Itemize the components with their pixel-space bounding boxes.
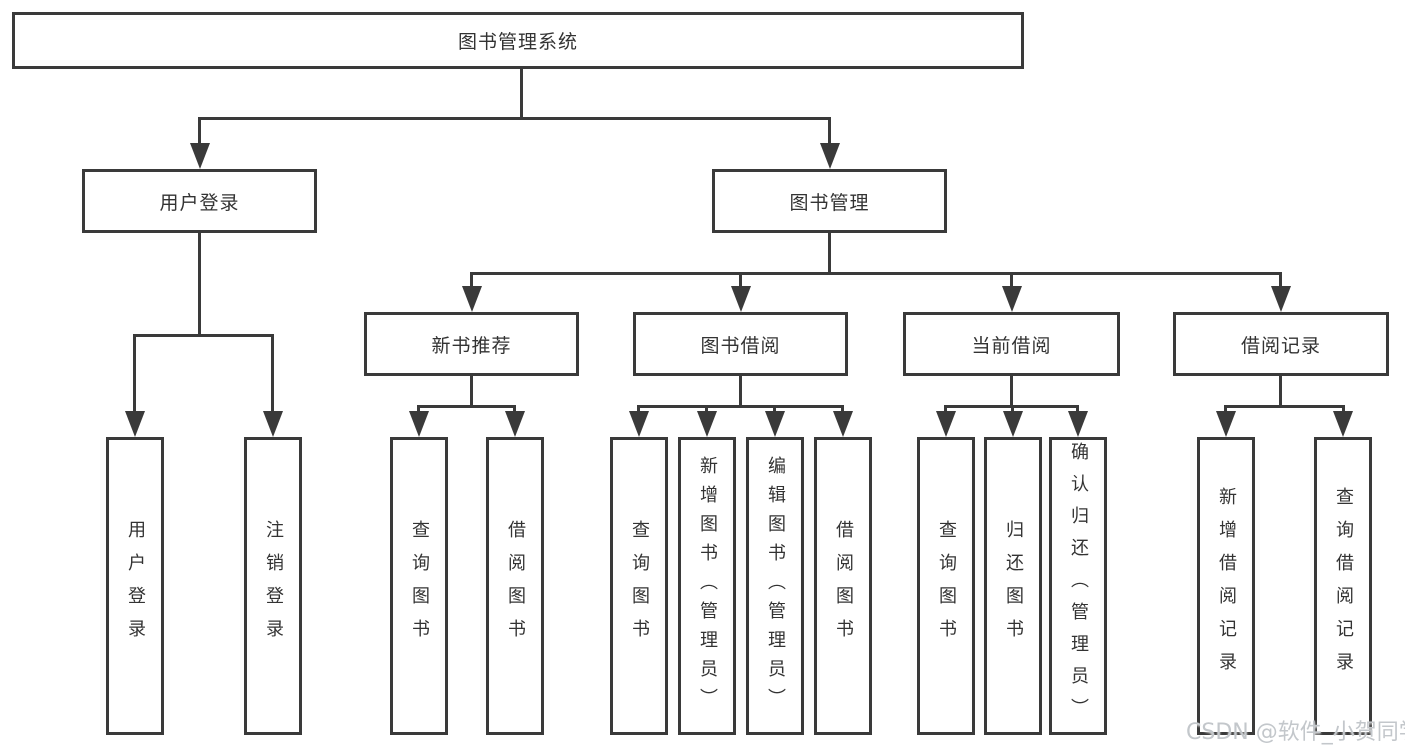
node-leaf-borrow-query-books: 查询图书 xyxy=(610,437,668,735)
node-label: 确认归还（管理员） xyxy=(1068,442,1089,730)
arrowhead-leaf xyxy=(629,411,649,437)
arrowhead-logout-leaf xyxy=(263,411,283,437)
node-label: 用户登录 xyxy=(125,520,146,652)
csdn-watermark: CSDN @软件_小贺同学 xyxy=(1186,720,1405,745)
arrowhead-current xyxy=(1002,286,1022,312)
arrowhead-leaf xyxy=(1333,411,1353,437)
node-leaf-records-query-record: 查询借阅记录 xyxy=(1314,437,1372,735)
edge-root-trunk xyxy=(520,68,523,119)
node-label: 图书借阅 xyxy=(700,334,781,357)
node-label: 查询借阅记录 xyxy=(1333,487,1354,685)
node-current-borrowing: 当前借阅 xyxy=(903,312,1120,376)
edge-drop-borrow xyxy=(739,272,742,289)
node-leaf-current-return-books: 归还图书 xyxy=(984,437,1042,735)
edge-drop-newbook xyxy=(470,272,473,289)
arrowhead-borrow xyxy=(731,286,751,312)
edge-drop-leaf xyxy=(1076,405,1079,414)
arrowhead-book-mgmt xyxy=(820,143,840,169)
node-leaf-current-confirm-return-admin: 确认归还（管理员） xyxy=(1049,437,1107,735)
node-borrow-records: 借阅记录 xyxy=(1173,312,1389,376)
arrowhead-leaf xyxy=(833,411,853,437)
arrowhead-leaf xyxy=(697,411,717,437)
node-label: 归还图书 xyxy=(1003,520,1024,652)
node-label: 新增图书（管理员） xyxy=(697,455,718,717)
node-label: 查询图书 xyxy=(629,520,650,652)
edge-drop-leaf xyxy=(1342,405,1345,414)
node-leaf-newbook-query-books: 查询图书 xyxy=(390,437,448,735)
node-leaf-current-query-books: 查询图书 xyxy=(917,437,975,735)
arrowhead-user-login xyxy=(190,143,210,169)
arrowhead-login-leaf xyxy=(125,411,145,437)
edge-drop-leaf xyxy=(773,405,776,414)
node-label: 新书推荐 xyxy=(431,334,512,357)
edge-drop-leaf xyxy=(841,405,844,414)
edge-drop-leaf xyxy=(944,405,947,414)
edge-borrow-trunk xyxy=(739,376,742,407)
edge-drop-user-login xyxy=(198,117,201,145)
node-label: 查询图书 xyxy=(936,520,957,652)
node-library-management-system: 图书管理系统 xyxy=(12,12,1024,69)
node-label: 新增借阅记录 xyxy=(1216,487,1237,685)
edge-newbook-trunk xyxy=(470,376,473,407)
edge-drop-current xyxy=(1010,272,1013,289)
node-label: 当前借阅 xyxy=(971,334,1052,357)
node-leaf-logout: 注销登录 xyxy=(244,437,302,735)
arrowhead-leaf xyxy=(765,411,785,437)
arrowhead-leaf xyxy=(936,411,956,437)
node-label: 图书管理系统 xyxy=(457,31,578,53)
edge-drop-leaf xyxy=(705,405,708,414)
node-leaf-borrow-add-books-admin: 新增图书（管理员） xyxy=(678,437,736,735)
edge-drop-leaf xyxy=(513,405,516,414)
edge-drop-leaf xyxy=(417,405,420,414)
edge-drop-leaf xyxy=(1224,405,1227,414)
edge-drop-records xyxy=(1279,272,1282,289)
node-label: 用户登录 xyxy=(159,191,240,214)
edge-drop-book-mgmt xyxy=(828,117,831,145)
node-leaf-borrow-edit-books-admin: 编辑图书（管理员） xyxy=(746,437,804,735)
arrowhead-newbook xyxy=(462,286,482,312)
edge-drop-login-leaf xyxy=(133,334,136,413)
edge-drop-leaf xyxy=(637,405,640,414)
edge-records-trunk xyxy=(1279,376,1282,407)
arrowhead-leaf xyxy=(1003,411,1023,437)
node-label: 借阅记录 xyxy=(1240,334,1321,357)
node-label: 查询图书 xyxy=(409,520,430,652)
arrowhead-leaf xyxy=(1068,411,1088,437)
arrowhead-leaf xyxy=(505,411,525,437)
edge-level2-rail xyxy=(198,117,831,120)
arrowhead-leaf xyxy=(1216,411,1236,437)
node-leaf-borrow-borrow-books: 借阅图书 xyxy=(814,437,872,735)
node-label: 编辑图书（管理员） xyxy=(765,455,786,717)
node-leaf-records-add-record: 新增借阅记录 xyxy=(1197,437,1255,735)
edge-login-rail xyxy=(133,334,274,337)
edge-login-trunk xyxy=(198,233,201,336)
edge-newbook-rail xyxy=(417,405,516,408)
edge-current-trunk xyxy=(1010,376,1013,407)
arrowhead-leaf xyxy=(409,411,429,437)
node-label: 注销登录 xyxy=(263,520,284,652)
edge-records-rail xyxy=(1224,405,1344,408)
node-label: 借阅图书 xyxy=(833,520,854,652)
arrowhead-records xyxy=(1271,286,1291,312)
edge-mgmt-trunk xyxy=(828,233,831,274)
node-user-login: 用户登录 xyxy=(82,169,317,233)
edge-drop-logout-leaf xyxy=(271,334,274,413)
node-label: 图书管理 xyxy=(789,191,870,214)
edge-drop-leaf xyxy=(1011,405,1014,414)
edge-borrow-rail xyxy=(637,405,844,408)
node-label: 借阅图书 xyxy=(505,520,526,652)
node-book-borrowing: 图书借阅 xyxy=(633,312,848,376)
node-book-management: 图书管理 xyxy=(712,169,947,233)
node-leaf-newbook-borrow-books: 借阅图书 xyxy=(486,437,544,735)
node-leaf-user-login: 用户登录 xyxy=(106,437,164,735)
edge-level3-rail xyxy=(470,272,1282,275)
node-new-book-recommend: 新书推荐 xyxy=(364,312,579,376)
